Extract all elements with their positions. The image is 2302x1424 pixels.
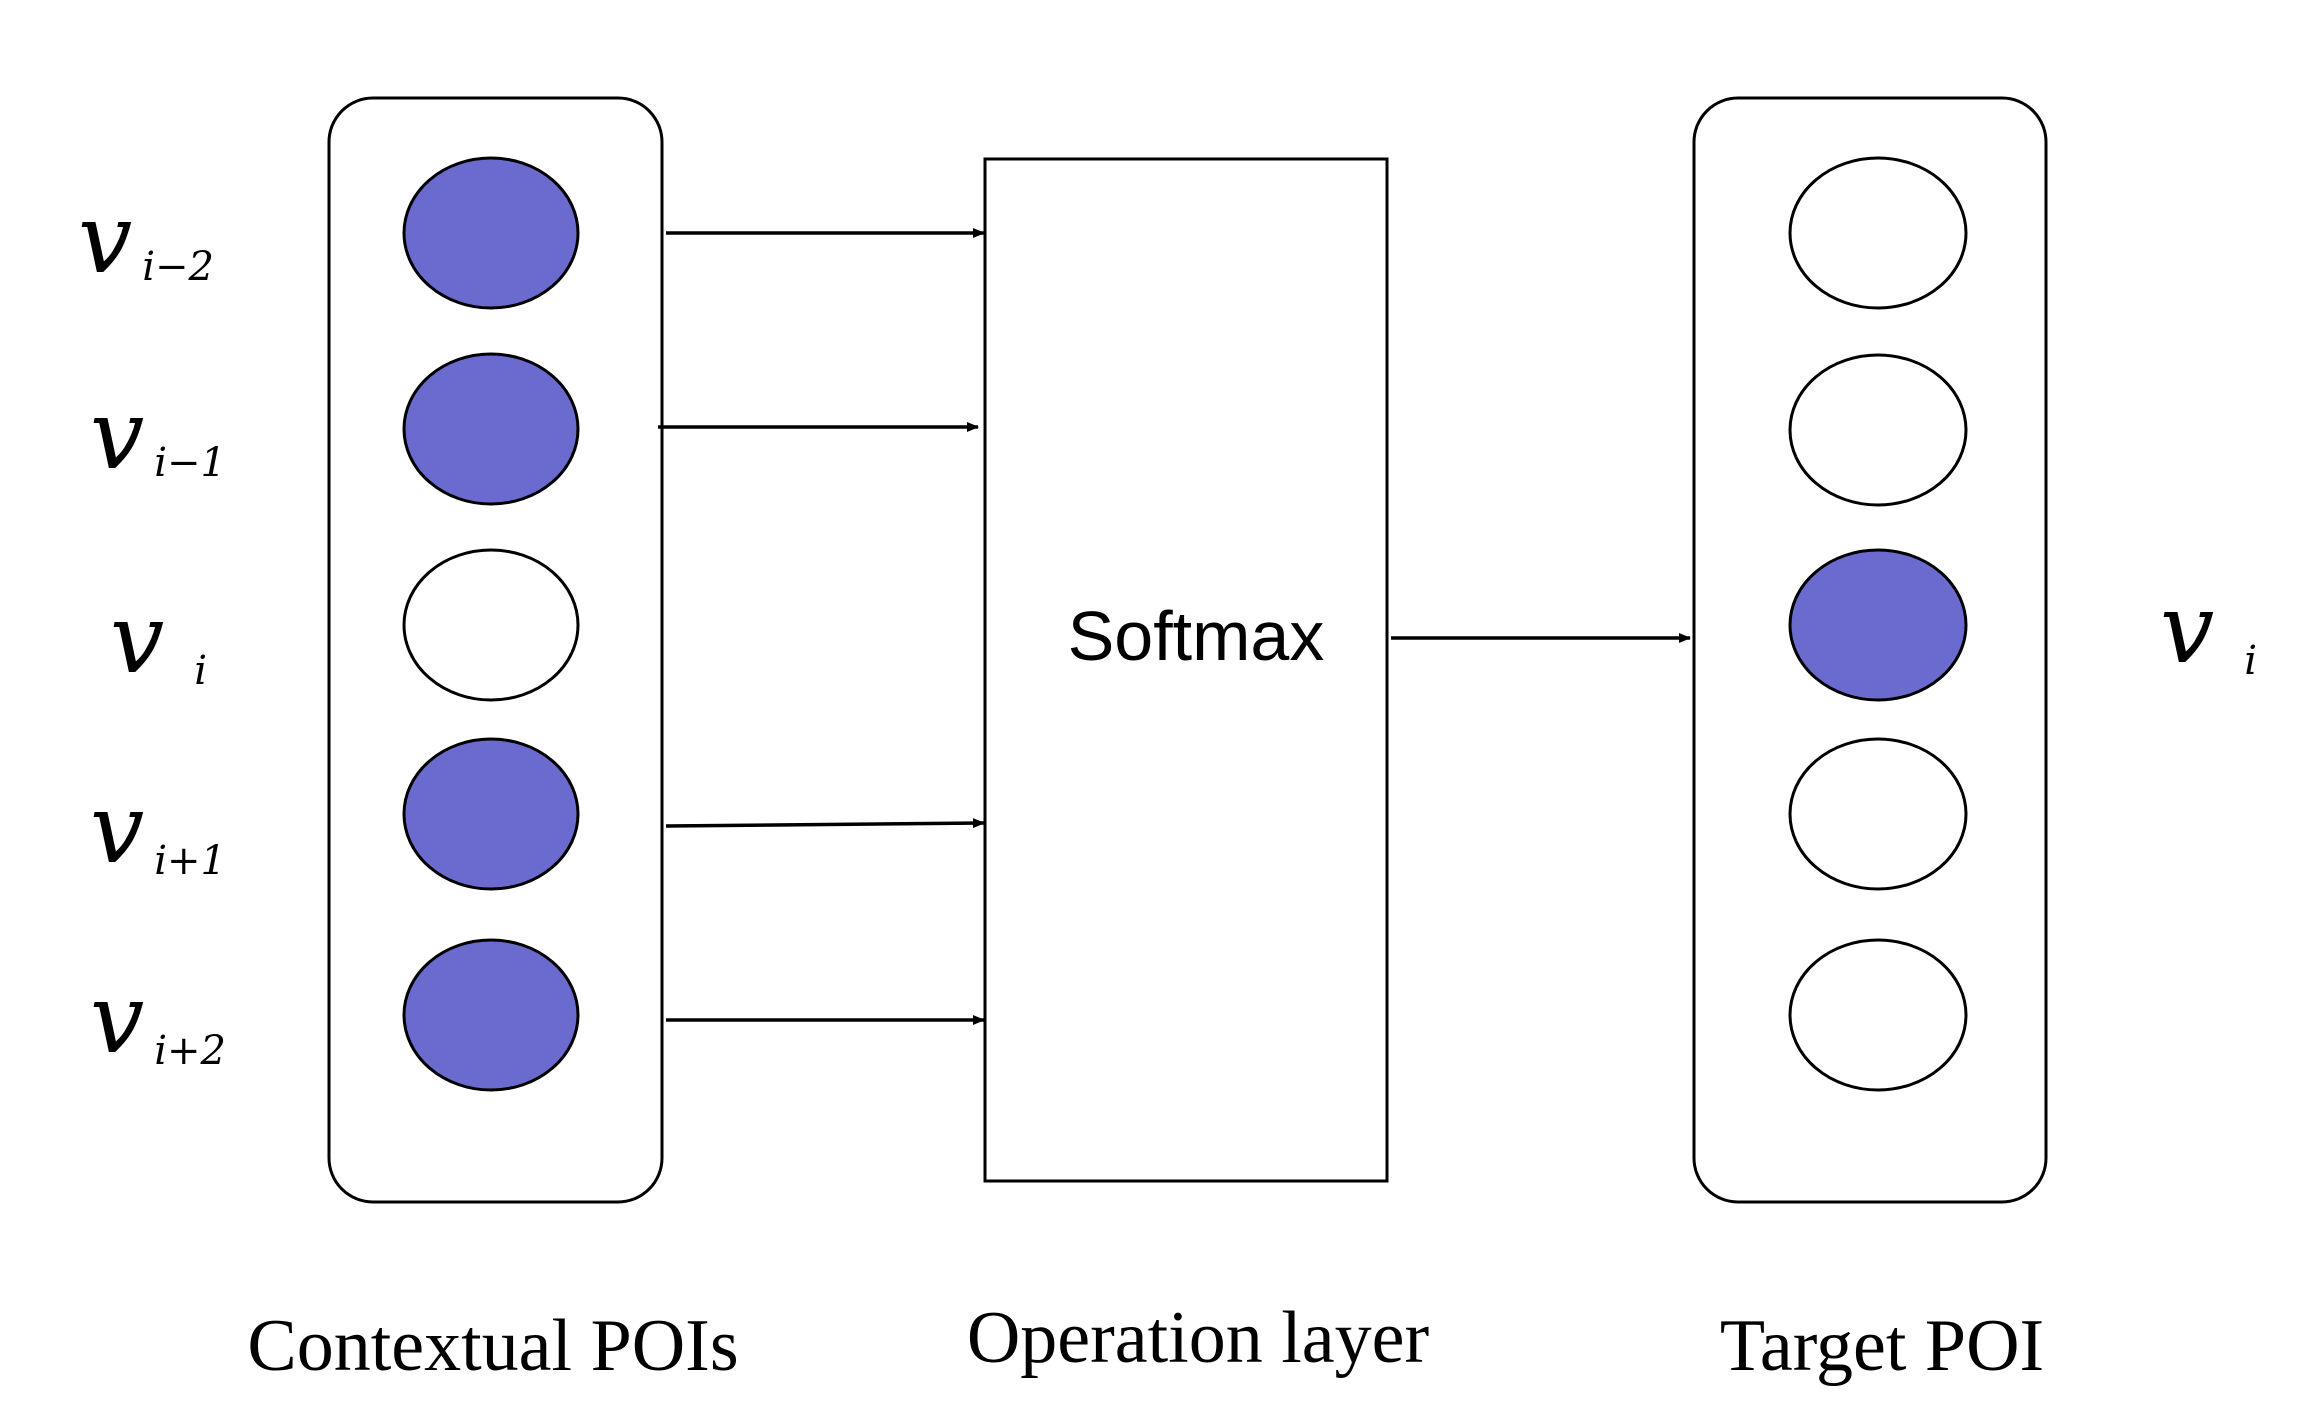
target-node-5 [1788,938,1968,1092]
context-nodes [402,156,580,1092]
operation-box [983,157,1389,1183]
context-node-5 [402,938,580,1092]
target-nodes [1788,156,1968,1092]
context-node-3 [402,548,580,702]
target-node-1 [1788,156,1968,310]
target-node-2 [1788,353,1968,507]
context-arrows [658,228,985,1025]
arrow-context-4 [665,818,985,829]
context-node-4 [402,737,580,891]
caption-target: Target POI [1720,1305,2044,1387]
operation-box-label: Softmax [1068,597,1325,675]
target-node-4 [1788,737,1968,891]
context-node-1 [402,156,580,310]
context-node-2 [402,352,580,506]
caption-context: Contextual POIs [247,1305,738,1387]
target-node-3 [1788,548,1968,702]
caption-operation: Operation layer [967,1297,1429,1379]
